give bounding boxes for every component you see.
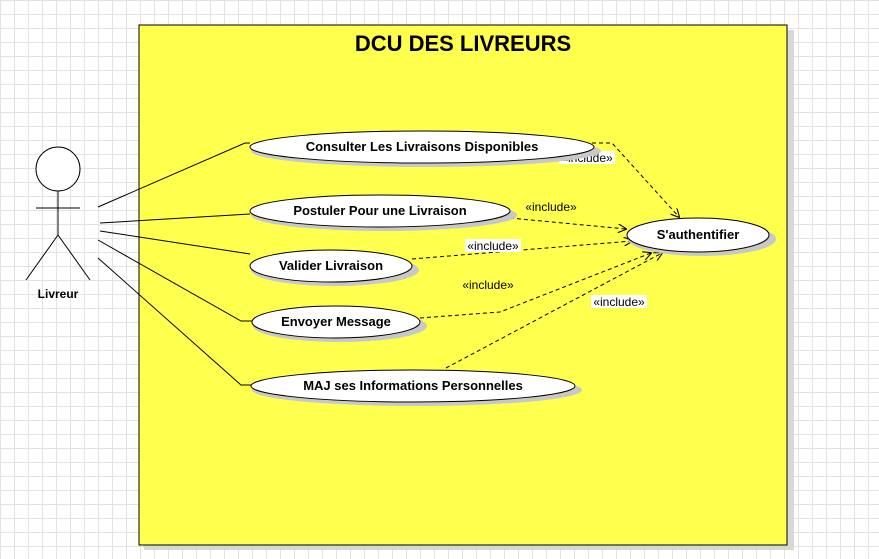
use-case-label: Envoyer Message (281, 314, 391, 329)
use-case-label: S'authentifier (657, 227, 740, 242)
include-label-bg-5 (591, 295, 647, 308)
actor-head (35, 146, 81, 192)
include-label-valider: «include» (467, 239, 519, 253)
use-case-postuler[interactable]: Postuler Pour une Livraison (249, 194, 517, 231)
association-maj[interactable] (97, 257, 252, 386)
include-label-envoyer: «include» (462, 278, 514, 292)
association-postuler[interactable] (99, 213, 251, 224)
include-label-maj: «include» (593, 295, 645, 309)
include-from-postuler[interactable] (509, 217, 626, 229)
association-valider[interactable] (99, 230, 251, 255)
use-case-valider[interactable]: Valider Livraison (249, 249, 419, 286)
actor-right-leg (57, 234, 91, 281)
use-case-sauthentifier[interactable]: S'authentifier (626, 217, 776, 256)
system-boundary[interactable] (138, 24, 788, 546)
association-envoyer[interactable] (97, 239, 252, 322)
diagram-title: DCU DES LIVREURS (355, 31, 571, 56)
use-case-ellipse (626, 217, 770, 253)
use-case-envoyer[interactable]: Envoyer Message (251, 305, 427, 342)
use-case-maj[interactable]: MAJ ses Informations Personnelles (250, 369, 582, 406)
actor-figure[interactable] (25, 146, 91, 281)
actor-label: Livreur (38, 287, 79, 301)
actor-left-leg (25, 234, 59, 281)
include-label-postuler: «include» (525, 200, 577, 214)
include-from-maj[interactable] (445, 253, 662, 369)
use-case-ellipse (249, 194, 511, 228)
use-case-label: Valider Livraison (279, 258, 383, 273)
use-case-consulter[interactable]: Consulter Les Livraisons Disponibles (249, 130, 601, 167)
use-case-label: Postuler Pour une Livraison (293, 203, 466, 218)
association-consulter[interactable] (97, 142, 250, 208)
use-case-label: MAJ ses Informations Personnelles (303, 378, 523, 393)
use-case-ellipse (251, 305, 421, 339)
include-from-envoyer[interactable] (419, 253, 651, 319)
use-case-ellipse (249, 249, 413, 283)
include-label-bg-3 (465, 239, 521, 252)
use-case-label: Consulter Les Livraisons Disponibles (306, 139, 539, 154)
use-case-ellipse (249, 130, 595, 164)
include-from-consulter[interactable] (592, 142, 679, 217)
use-case-ellipse (250, 369, 576, 403)
include-from-valider[interactable] (411, 241, 632, 260)
